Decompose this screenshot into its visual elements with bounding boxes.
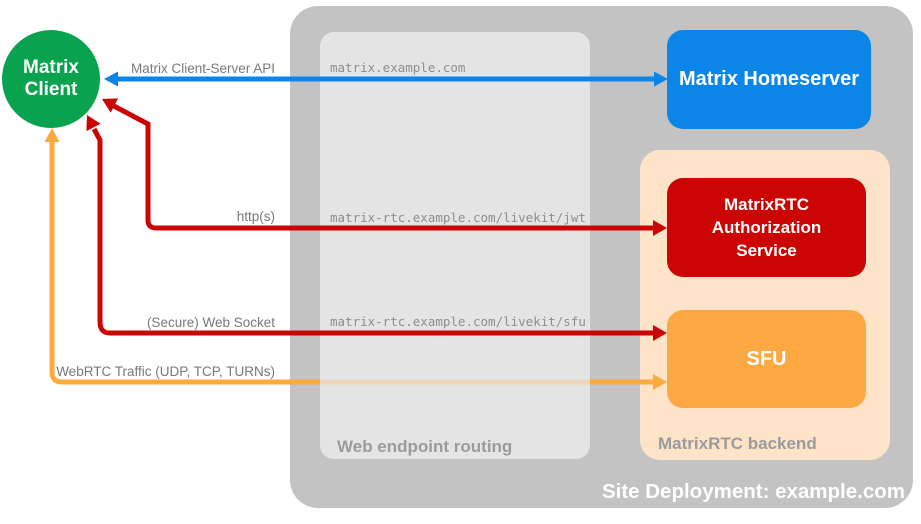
- matrixrtc-authorization-service-node: MatrixRTC Authorization Service: [667, 178, 866, 277]
- endpoint-matrix-example-com: matrix.example.com: [330, 60, 466, 75]
- websocket-arrow-label: (Secure) Web Socket: [146, 315, 275, 330]
- webrtc-traffic-arrow-label: WebRTC Traffic (UDP, TCP, TURNs): [56, 364, 275, 379]
- matrix-client-node: Matrix Client: [2, 30, 100, 128]
- client-server-api-arrow-label: Matrix Client-Server API: [130, 61, 275, 76]
- sfu-node: SFU: [667, 310, 866, 408]
- web-endpoint-routing-caption: Web endpoint routing: [337, 437, 513, 456]
- sfu-label: SFU: [746, 347, 787, 370]
- matrix-homeserver-node: Matrix Homeserver: [667, 30, 871, 129]
- arrowhead-left-icon: [102, 98, 119, 113]
- endpoint-livekit-sfu: matrix-rtc.example.com/livekit/sfu: [330, 314, 586, 329]
- web-endpoint-routing-container: [320, 32, 590, 459]
- https-arrow-label: http(s): [236, 209, 275, 224]
- arrowhead-up-icon: [44, 128, 60, 142]
- matrix-client-label: Matrix Client: [23, 57, 79, 100]
- site-deployment-caption: Site Deployment: example.com: [601, 480, 905, 503]
- arrowhead-left-icon: [86, 115, 101, 132]
- matrixrtc-authorization-service-label: MatrixRTC Authorization Service: [711, 195, 822, 260]
- matrix-homeserver-label: Matrix Homeserver: [678, 68, 860, 90]
- arrowhead-left-icon: [104, 71, 118, 87]
- matrixrtc-backend-caption: MatrixRTC backend: [658, 434, 817, 453]
- endpoint-livekit-jwt: matrix-rtc.example.com/livekit/jwt: [330, 210, 586, 225]
